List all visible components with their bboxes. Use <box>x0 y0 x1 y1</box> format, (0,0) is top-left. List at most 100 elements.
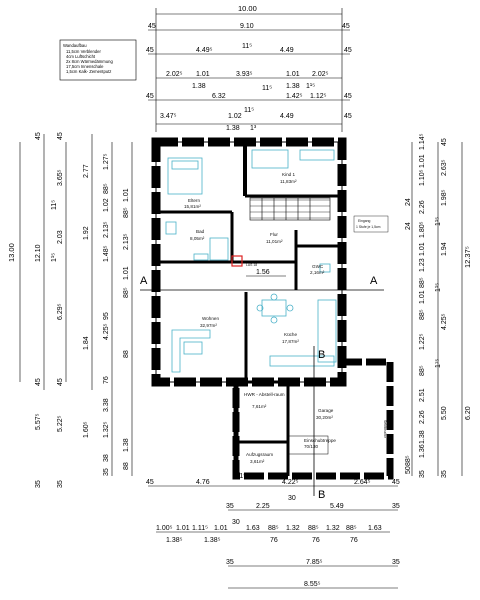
dim-top-r4-2: 3.93⁵ <box>236 71 253 78</box>
room-name-treppe: Einschubtreppe <box>304 438 336 443</box>
dim-top-r4b-2: 1¹⁵ <box>306 83 315 90</box>
dim-left-r4-12: 95 <box>103 312 110 320</box>
dim-bot-r1-5: 45 <box>392 479 400 486</box>
dim-right-r3-0: 1.14⁵ <box>419 133 426 150</box>
dim-bot-r3-5: 1.63 <box>246 525 260 532</box>
dim-top-r4-1: 1.01 <box>196 71 210 78</box>
dim-left-r3-6: 45 <box>57 378 64 386</box>
dim-right-r2-2: 1.98⁵ <box>441 189 448 206</box>
dim-right-r3-1: 1.01 <box>419 154 426 168</box>
garage-exterior-walls <box>232 358 394 480</box>
eingang-label: Eingang <box>358 219 371 223</box>
dim-left-r4-8: 1.48⁵ <box>103 245 110 262</box>
room-area-kind: 11,83m² <box>280 179 297 184</box>
dim-bot-r3b-3: 76 <box>312 537 320 544</box>
dim-bot-r2-0: 35 <box>226 503 234 510</box>
dim-right-r3-3: 24 <box>405 198 412 206</box>
dim-right-r3-17: 1.36 <box>419 444 426 458</box>
dim-right-r2-0: 45 <box>441 138 448 146</box>
section-markers: A A B B <box>140 275 384 501</box>
legend-line-5: 1,5cm Kalk- Zementputz <box>66 69 111 74</box>
dim-bot-r1-0: 45 <box>146 479 154 486</box>
dim-right-r3-19: 50 <box>405 466 412 474</box>
dim-left-r4-10: 1.01 <box>123 266 130 280</box>
dim-left-total: 13.00 <box>7 243 16 262</box>
dim-top-r5-1: 6.32 <box>212 93 226 100</box>
stair-outline <box>249 197 331 221</box>
dim-right-r2-1: 2.63⁵ <box>441 159 448 176</box>
dim-right-r3-4: 2.26 <box>419 200 426 214</box>
dim-left-r4-2: 1.92 <box>83 226 90 240</box>
dim-top-r2-0: 45 <box>148 23 156 30</box>
dim-right-r3-15: 2.26 <box>419 410 426 424</box>
dim-bot-r4-1: 7.85⁵ <box>306 559 323 566</box>
dim-right-r2-10: 35 <box>441 470 448 478</box>
dim-right-r2-4: 1.94 <box>441 242 448 256</box>
dim-top-r6-4: 45 <box>344 113 352 120</box>
dim-top-r6-0: 3.47⁵ <box>160 113 177 120</box>
dim-bot-r5-0: 8.55⁵ <box>304 581 321 588</box>
room-name-wohnen: Wohnen <box>202 316 219 321</box>
dim-right-r3-6: 1.80⁵ <box>419 221 426 238</box>
room-area-aufzug: 3,61m² <box>250 459 265 464</box>
dim-left-r4-22: 38 <box>103 454 110 462</box>
dim-top-r3-2: 11⁵ <box>242 43 252 50</box>
legend-line-4: 17,5cm Innenschale <box>66 64 104 69</box>
dim-left-r4-7: 2.13⁵ <box>103 221 110 238</box>
dim-top-r4b-0: 1.38 <box>192 83 206 90</box>
dim-bot-r3b-2: 76 <box>270 537 278 544</box>
dim-bot-r3-9: 1.32 <box>326 525 340 532</box>
room-name-eltern: Eltern <box>188 198 200 203</box>
room-name-bad: Bad <box>196 229 205 234</box>
dim-top-r3-1: 4.49⁵ <box>196 47 213 54</box>
top-dimension-chains <box>148 8 350 132</box>
dim-bot-r1-3: 4.22⁵ <box>282 479 299 486</box>
dim-bot-r1-4: 2.64⁵ <box>354 479 371 486</box>
dim-left-r4-3: 1.27⁵ <box>103 153 110 170</box>
interior-walls <box>160 146 338 476</box>
dim-top-r5-2: 11⁵ <box>262 85 272 92</box>
svg-text:1.56: 1.56 <box>256 269 270 276</box>
room-area-eltern: 15,81m² <box>184 204 201 209</box>
eingang-sub-label: 1 Stufe je 1,5cm <box>356 225 381 229</box>
dim-right-r3-20: 35 <box>419 470 426 478</box>
dim-bot-r3-11: 1.63 <box>368 525 382 532</box>
dim-left-r2b-0: 5.57⁵ <box>35 413 42 430</box>
room-area-wohnen: 32,97m² <box>200 323 217 328</box>
dim-top-r6-1: 1.02 <box>228 113 242 120</box>
dim-left-r4-14: 4.25⁵ <box>103 323 110 340</box>
room-area-treppe: 70/130 <box>304 444 318 449</box>
dim-bot-r3-7: 1.32 <box>286 525 300 532</box>
dim-top-r6-2: 11⁵ <box>244 107 254 114</box>
wall-legend: Wandaufbau 11,5cm Verblender 4cm Luftsch… <box>59 39 137 81</box>
dim-bot-r2-4: 35 <box>392 503 400 510</box>
dim-left-r4-17: 3.38 <box>103 398 110 412</box>
dim-right-r2-6: 4.25⁵ <box>441 313 448 330</box>
dim-left-r4-18: 1.60⁵ <box>83 421 90 438</box>
dim-left-r3-5: 6.29⁵ <box>57 303 64 320</box>
las-label: LAS 18 <box>246 263 257 267</box>
dim-right-r3-2: 1.10⁵ <box>419 169 426 186</box>
dim-top-r2-1: 9.10 <box>240 23 254 30</box>
room-area-flur: 11,01m² <box>266 239 283 244</box>
dim-right-r3-7: 1.01 <box>419 242 426 256</box>
dim-bot-r4-0: 35 <box>226 559 234 566</box>
section-a-right: A <box>370 275 378 287</box>
sektionaltor-label: Sektionaltor <box>383 420 387 439</box>
dim-bot-r3-6: 88⁵ <box>268 525 279 532</box>
room-name-flur: Flur <box>270 232 278 237</box>
dim-left-r3-2: 11⁵ <box>51 200 58 210</box>
dim-left-r2-2: 45 <box>35 378 42 386</box>
dim-top-r4-3: 1.01 <box>286 71 300 78</box>
room-area-kueche: 17,87m² <box>282 339 299 344</box>
dim-bot-r1-1: 4.76 <box>196 479 210 486</box>
dim-bot-r2-1: 2.25 <box>256 503 270 510</box>
dim-left-r4-21: 88 <box>123 462 130 470</box>
dim-right-r3-14: 2.51 <box>419 388 426 402</box>
dim-top-r2-2: 45 <box>342 23 350 30</box>
left-dimension-chains <box>19 134 133 476</box>
dim-right-total: 12.37⁵ <box>463 246 472 268</box>
room-name-wc: GWC <box>312 264 324 269</box>
dim-left-r4-5: 1.01 <box>123 188 130 202</box>
